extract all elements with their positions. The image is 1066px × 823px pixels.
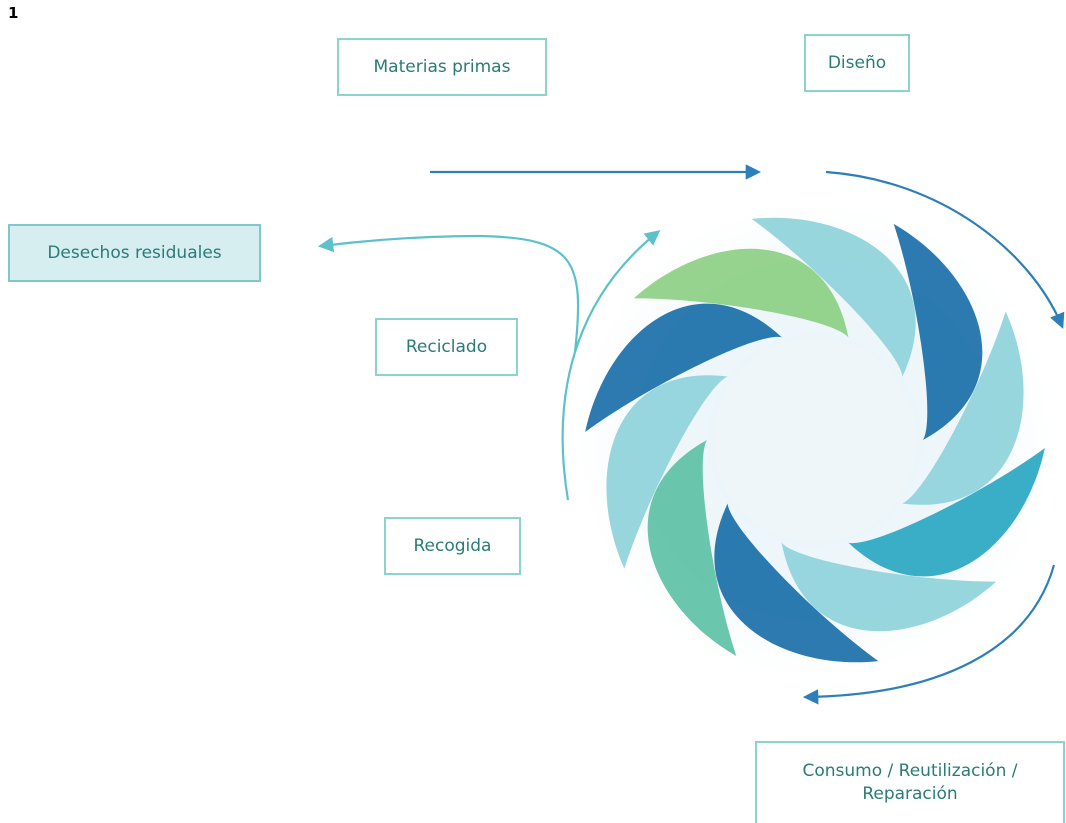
stage-diseno: Diseño: [804, 34, 910, 92]
swirl-blade: [585, 303, 782, 432]
swirl-blade: [751, 217, 916, 377]
arrow-diseno-to-consumo: [825, 170, 1065, 329]
swirl-blade: [902, 311, 1024, 505]
swirl-logo: [585, 217, 1045, 663]
arrow-consumo-to-recogida: [802, 564, 1056, 705]
swirl-blade: [633, 248, 849, 338]
swirl-blade: [606, 375, 728, 569]
arrow-recogida-to-reciclado: [561, 230, 661, 501]
swirl-center: [713, 338, 917, 542]
stage-reciclado: Reciclado: [375, 318, 518, 376]
stage-consumo: Consumo / Reutilización / Reparación: [755, 741, 1065, 823]
arrow-reciclado-to-desechos: [317, 234, 580, 353]
swirl-blade: [781, 542, 997, 632]
swirl-blade: [893, 223, 983, 440]
stage-materias-primas: Materias primas: [337, 38, 547, 96]
swirl-blade: [848, 448, 1045, 577]
stage-desechos-residuales: Desechos residuales: [8, 224, 261, 282]
swirl-blade: [647, 440, 737, 657]
figure-number: 1: [8, 4, 19, 22]
stage-recogida: Recogida: [384, 517, 521, 575]
stage-consumo-line2: Reparación: [862, 784, 958, 804]
swirl-blade: [714, 503, 879, 663]
stage-consumo-line1: Consumo / Reutilización /: [802, 761, 1018, 782]
